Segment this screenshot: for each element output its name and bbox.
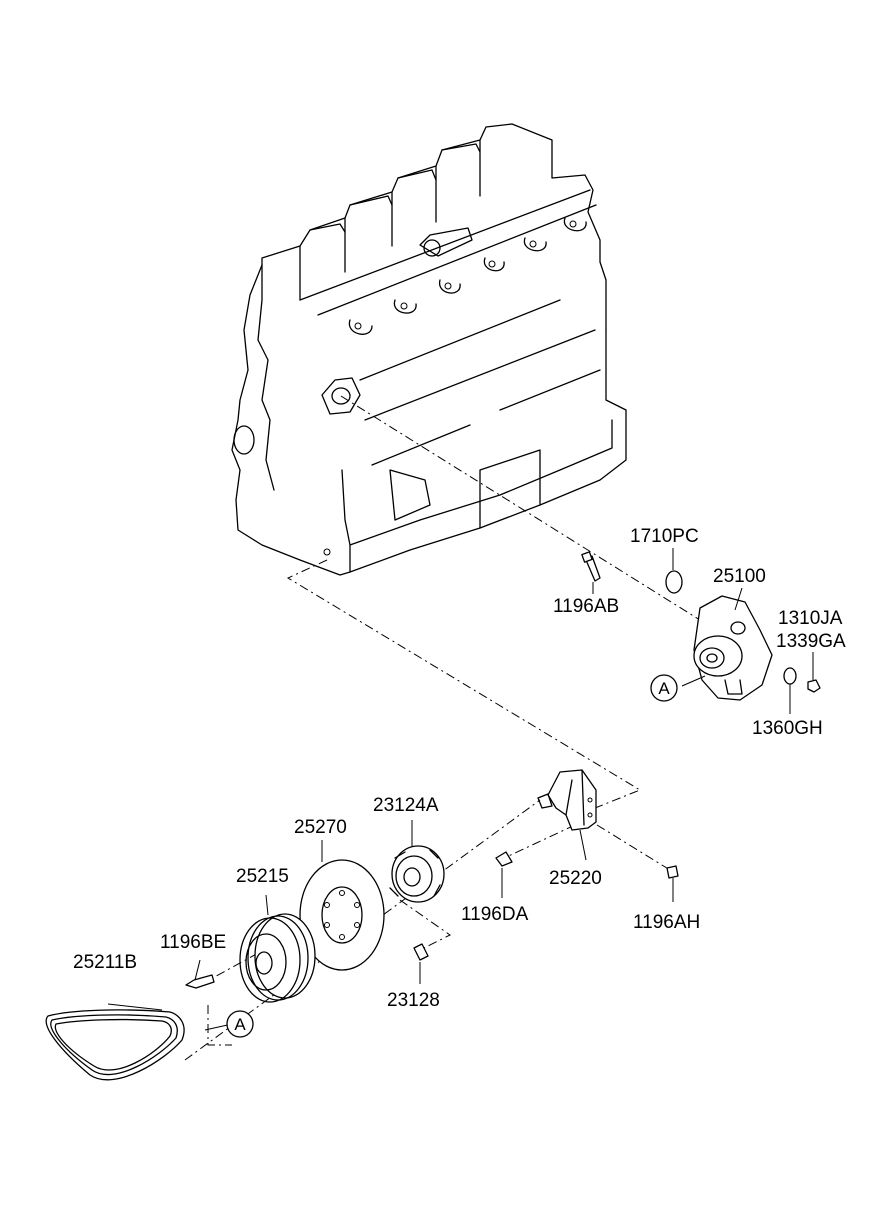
label-25220: 25220: [549, 868, 602, 889]
bolt-23128: [413, 943, 429, 961]
label-25100: 25100: [713, 566, 766, 587]
part-labels: 1710PC 25100 1196AB 1310JA 1339GA 1360GH…: [73, 526, 846, 1011]
damper: [299, 859, 385, 971]
belt: [45, 1009, 185, 1081]
label-1310JA: 1310JA: [778, 608, 843, 629]
label-1196BE: 1196BE: [160, 932, 226, 953]
callout-a-upper-letter: A: [658, 679, 670, 698]
water-pump: [693, 595, 773, 701]
bolt-1196AB: [581, 551, 601, 582]
nut: [807, 679, 821, 693]
gasket: [665, 570, 683, 594]
label-1196AB: 1196AB: [553, 596, 619, 617]
label-1196AH: 1196AH: [633, 912, 700, 933]
label-25215: 25215: [236, 866, 289, 887]
callout-a-lower-letter: A: [234, 1015, 246, 1034]
label-1196DA: 1196DA: [461, 904, 529, 925]
washer: [783, 667, 797, 685]
bracket: [537, 769, 597, 831]
label-1710PC: 1710PC: [630, 526, 699, 547]
label-23128: 23128: [387, 990, 440, 1011]
label-25270: 25270: [294, 817, 347, 838]
label-23124A: 23124A: [373, 795, 439, 816]
label-25211B: 25211B: [73, 952, 137, 973]
label-1360GH: 1360GH: [752, 718, 823, 739]
callout-a-upper: A: [650, 674, 678, 702]
pulley: [239, 913, 316, 1003]
bolt-1196AH: [666, 865, 679, 879]
bolt-1196BE: [185, 974, 215, 989]
callout-a-lower: A: [226, 1010, 254, 1038]
engine-block: [231, 123, 627, 576]
hub: [389, 845, 445, 903]
bolt-1196DA: [495, 851, 513, 867]
leader-lines: [107, 548, 814, 1031]
assembly-lines: [184, 395, 701, 1061]
label-1339GA: 1339GA: [776, 631, 846, 652]
